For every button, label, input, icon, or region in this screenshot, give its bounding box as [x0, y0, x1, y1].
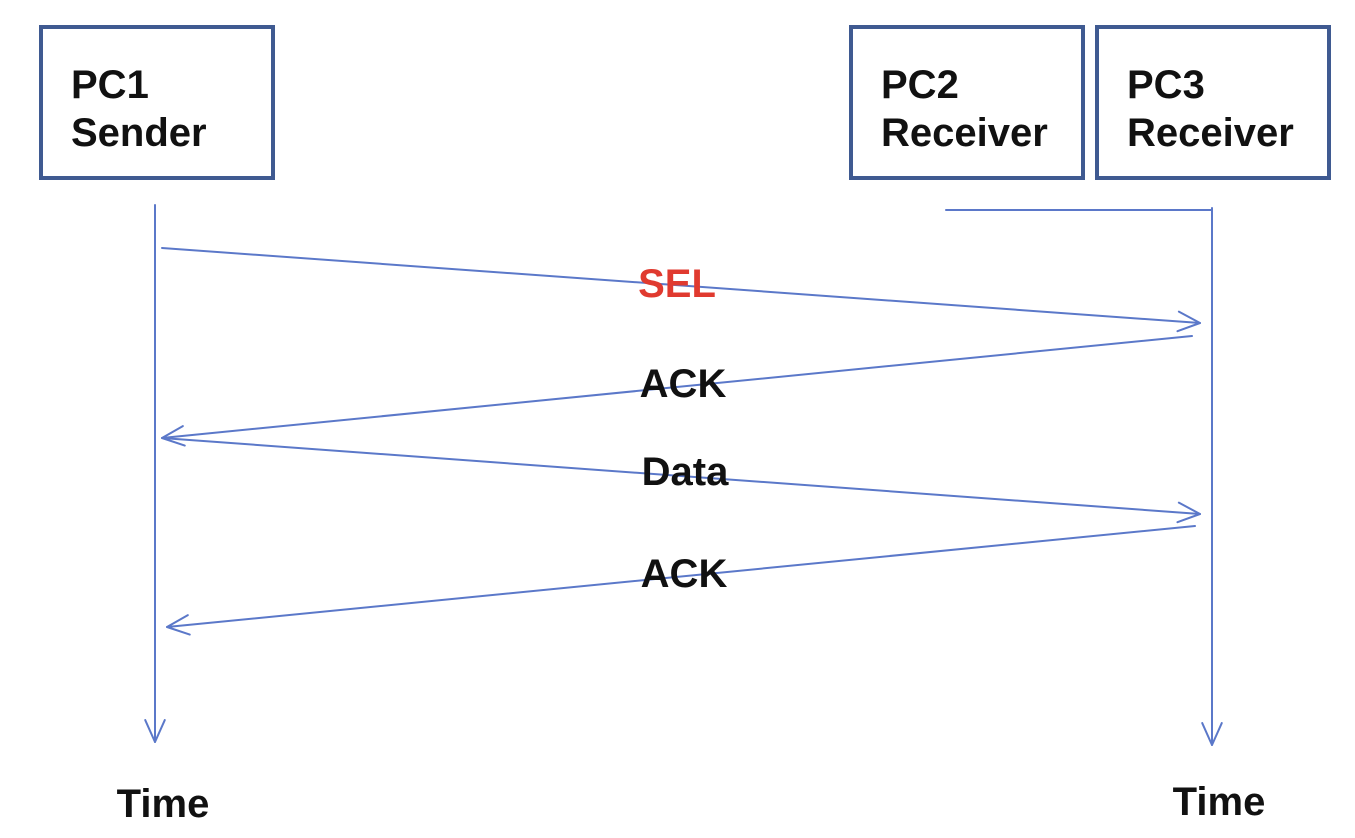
message-arrow-1-line	[161, 335, 1193, 439]
message-arrow-0-line	[161, 247, 1201, 324]
message-arrow-2-head	[1176, 501, 1201, 524]
pc2-role: Receiver	[881, 111, 1048, 155]
sender-lifeline-head	[144, 719, 166, 743]
message-label-data: Data	[641, 450, 729, 494]
receiver-time-label: Time	[1172, 780, 1266, 824]
message-label-ack-2: ACK	[640, 552, 728, 596]
pc2-name: PC2	[881, 63, 959, 107]
pc1-name: PC1	[71, 63, 149, 107]
message-arrow-3-line	[166, 525, 1196, 628]
sender-time-label: Time	[116, 782, 210, 826]
message-label-sel: SEL	[638, 262, 716, 306]
pc1-role: Sender	[71, 111, 207, 155]
pc1-sender-box: PC1 Sender	[39, 25, 275, 180]
pc3-role: Receiver	[1127, 111, 1294, 155]
pc3-name: PC3	[1127, 63, 1205, 107]
message-arrow-3-head	[166, 614, 191, 636]
message-label-ack-1: ACK	[639, 362, 727, 406]
message-arrow-2-line	[161, 437, 1201, 515]
message-arrow-0-head	[1176, 310, 1201, 333]
pc2-receiver-box: PC2 Receiver	[849, 25, 1085, 180]
receiver-lifeline-head	[1201, 722, 1223, 746]
pc3-receiver-box: PC3 Receiver	[1095, 25, 1331, 180]
